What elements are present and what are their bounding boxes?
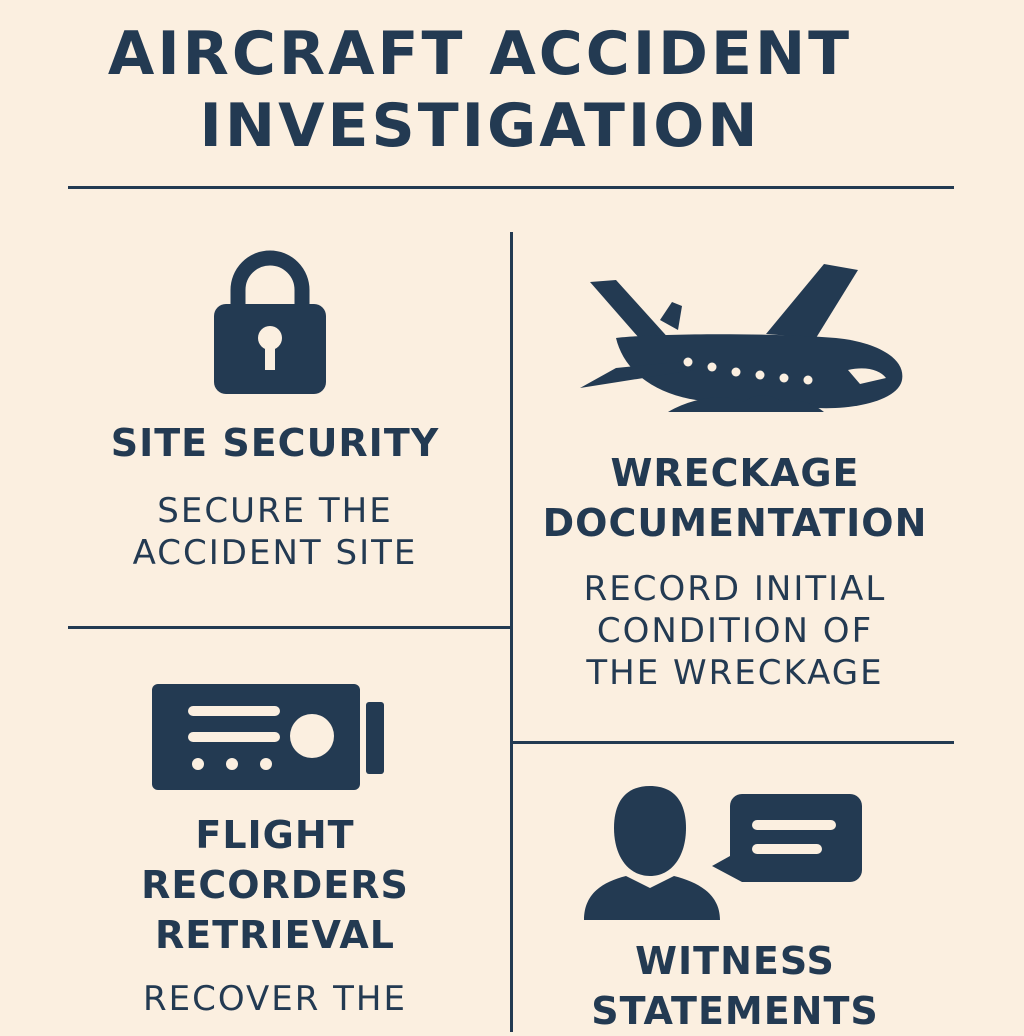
flight-recorders-heading: FLIGHT RECORDERS RETRIEVAL [68, 810, 482, 960]
wreckage-heading-line-2: DOCUMENTATION [542, 501, 928, 545]
title-line-2: INVESTIGATION [199, 91, 761, 161]
right-section-divider [512, 741, 954, 744]
page-title: AIRCRAFT ACCIDENT INVESTIGATION [0, 18, 960, 162]
flight-recorders-description: RECOVER THE [68, 978, 482, 1020]
site-security-desc-line-2: ACCIDENT SITE [132, 533, 418, 573]
wreckage-desc-line-2: CONDITION OF [596, 611, 874, 651]
wreckage-heading: WRECKAGE DOCUMENTATION [512, 448, 958, 548]
person-speech-bubble-icon [584, 786, 862, 920]
flight-recorders-heading-line-2: RECORDERS [141, 863, 409, 907]
padlock-icon [214, 250, 326, 394]
flight-recorders-heading-line-1: FLIGHT [195, 813, 355, 857]
wreckage-heading-line-1: WRECKAGE [610, 451, 860, 495]
witness-heading-line-2: STATEMENTS [591, 989, 879, 1033]
title-divider [68, 186, 954, 189]
wreckage-description: RECORD INITIAL CONDITION OF THE WRECKAGE [512, 568, 958, 694]
witness-heading: WITNESS STATEMENTS [512, 936, 958, 1036]
site-security-heading: SITE SECURITY [110, 421, 440, 465]
wreckage-desc-line-3: THE WRECKAGE [586, 653, 884, 693]
wreckage-desc-line-1: RECORD INITIAL [583, 569, 887, 609]
site-security-description: SECURE THE ACCIDENT SITE [68, 490, 482, 574]
site-security-desc-line-1: SECURE THE [157, 491, 393, 531]
crashed-airplane-icon [580, 264, 903, 412]
left-section-divider [68, 626, 512, 629]
title-line-1: AIRCRAFT ACCIDENT [107, 19, 853, 89]
flight-recorders-desc-line-1: RECOVER THE [142, 979, 407, 1019]
flight-recorder-icon [152, 684, 384, 790]
witness-heading-line-1: WITNESS [635, 939, 835, 983]
center-divider [510, 232, 513, 1032]
flight-recorders-heading-line-3: RETRIEVAL [155, 913, 395, 957]
